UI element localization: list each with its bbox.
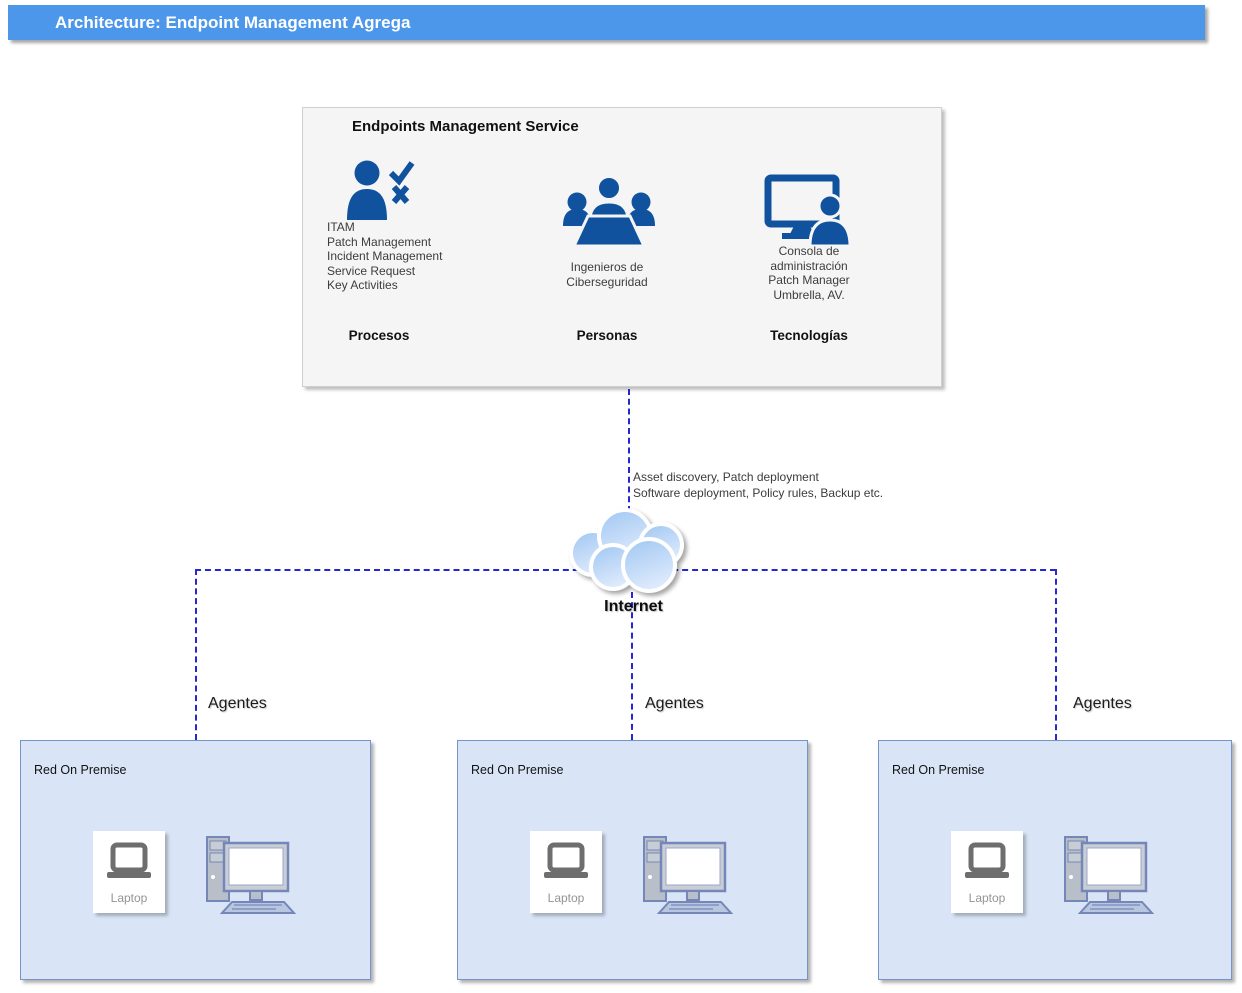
personas-label: Personas (576, 328, 638, 343)
on-premise-title: Red On Premise (892, 763, 985, 777)
laptop-card: Laptop (93, 831, 165, 913)
people-group-icon (563, 175, 655, 255)
on-premise-title: Red On Premise (34, 763, 127, 777)
on-premise-box-left: Red On Premise Laptop (20, 740, 371, 980)
on-premise-title: Red On Premise (471, 763, 564, 777)
desktop-icon (1064, 831, 1160, 920)
endpoints-management-service-box: Endpoints Management Service ITAM Patch … (302, 107, 942, 387)
laptop-icon (544, 842, 588, 878)
tecnologias-label: Tecnologías (770, 328, 848, 343)
connector-service-to-cloud (628, 389, 630, 512)
service-box-title: Endpoints Management Service (352, 118, 579, 135)
connector-right-branch (1055, 569, 1057, 740)
laptop-label: Laptop (547, 891, 585, 905)
tecnologias-text: Consola de administración Patch Manager … (768, 244, 850, 302)
on-premise-box-middle: Red On Premise Laptop (457, 740, 808, 980)
personas-text: Ingenieros de Ciberseguridad (566, 260, 648, 289)
diagram-title-bar: Architecture: Endpoint Management Agrega (8, 5, 1205, 40)
diagram-title: Architecture: Endpoint Management Agrega (55, 13, 411, 32)
laptop-card: Laptop (530, 831, 602, 913)
cloud-icon (563, 503, 703, 608)
desktop-icon (643, 831, 739, 920)
on-premise-box-right: Red On Premise Laptop (878, 740, 1232, 980)
connector-left-branch (195, 569, 197, 740)
laptop-label: Laptop (110, 891, 148, 905)
connector-middle-branch (631, 592, 633, 740)
monitor-person-icon (764, 174, 856, 251)
procesos-text: ITAM Patch Management Incident Managemen… (327, 220, 443, 292)
procesos-label: Procesos (348, 328, 410, 343)
desktop-icon (206, 831, 302, 920)
person-check-icon (346, 160, 416, 227)
internet-label: Internet (604, 598, 663, 615)
laptop-card: Laptop (951, 831, 1023, 913)
laptop-icon (965, 842, 1009, 878)
agents-label-middle: Agentes (645, 695, 704, 712)
agents-label-left: Agentes (208, 695, 267, 712)
connector-label: Asset discovery, Patch deployment Softwa… (633, 470, 884, 500)
laptop-icon (107, 842, 151, 878)
laptop-label: Laptop (968, 891, 1006, 905)
agents-label-right: Agentes (1073, 695, 1132, 712)
